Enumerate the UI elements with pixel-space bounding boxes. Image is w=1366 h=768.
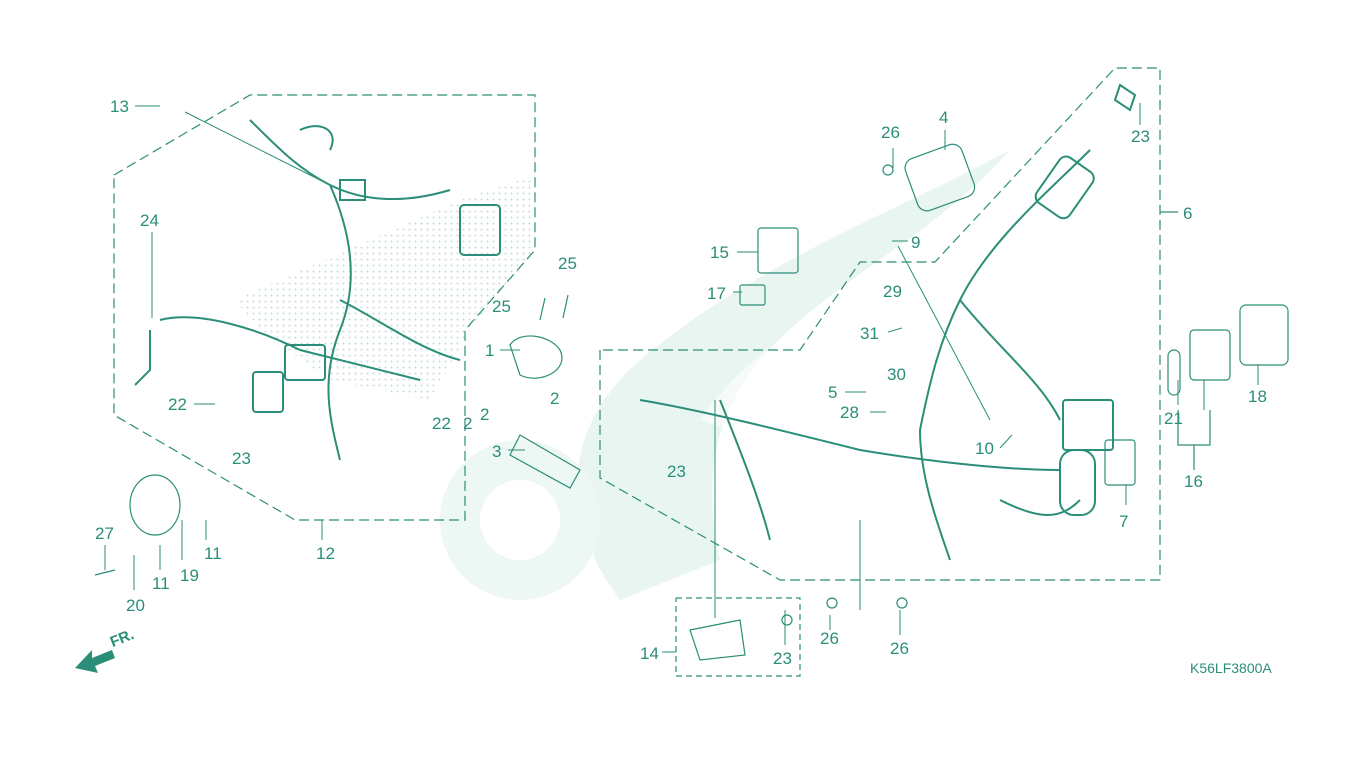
callout-25: 25 xyxy=(558,254,577,273)
part-17-relay xyxy=(739,284,766,306)
group-6-outline xyxy=(599,67,1161,581)
left-wire-harness xyxy=(134,119,501,461)
callout-23: 23 xyxy=(232,449,251,468)
callout-31: 31 xyxy=(860,324,879,343)
part-18-regulator xyxy=(1189,329,1231,381)
callout-23: 23 xyxy=(1131,127,1150,146)
right-wire-harness xyxy=(639,83,1137,561)
part-19-cover xyxy=(1239,304,1289,366)
callout-11: 11 xyxy=(204,544,222,563)
callout-4: 4 xyxy=(939,108,949,127)
callout-20: 21 xyxy=(1164,409,1183,428)
callout-15: 15 xyxy=(710,243,729,262)
group-12-outline xyxy=(675,597,801,677)
callout-26: 26 xyxy=(820,629,839,648)
part-12-sensor xyxy=(689,619,746,661)
callout-6: 6 xyxy=(1183,204,1193,223)
diagram-code: K56LF3800A xyxy=(1190,660,1272,676)
leader-lines xyxy=(104,103,1259,653)
part-1-switch xyxy=(509,335,563,379)
callout-5: 5 xyxy=(828,383,838,402)
part-8-plate xyxy=(1104,439,1136,486)
callout-2: 2 xyxy=(480,405,490,424)
callout-19: 18 xyxy=(1248,387,1267,406)
callout-26: 26 xyxy=(881,123,900,142)
callout-1: 1 xyxy=(485,341,495,360)
callout-2: 2 xyxy=(550,389,560,408)
callout-23: 23 xyxy=(667,462,686,481)
callout-27: 27 xyxy=(95,524,114,543)
callout-18: 16 xyxy=(1184,472,1203,491)
part-15-relay xyxy=(757,227,799,274)
callout-28: 28 xyxy=(840,403,859,422)
callout-14: 20 xyxy=(126,596,145,615)
callout-3: 3 xyxy=(492,442,502,461)
callout-24: 24 xyxy=(140,211,159,230)
callout-16: 13 xyxy=(110,97,129,116)
callout-13: 19 xyxy=(180,566,199,585)
callout-30: 30 xyxy=(887,365,906,384)
callout-22: 22 xyxy=(168,395,187,414)
callout-9: 9 xyxy=(911,233,921,252)
callout-17: 17 xyxy=(707,284,726,303)
callout-26: 26 xyxy=(890,639,909,658)
watermark-logo xyxy=(440,150,1010,600)
bolts xyxy=(94,164,908,626)
callout-12: 14 xyxy=(640,644,659,663)
callout-8: 7 xyxy=(1119,512,1129,531)
callout-2: 2 xyxy=(463,414,473,433)
callout-25: 25 xyxy=(492,297,511,316)
callout-10: 10 xyxy=(975,439,994,458)
front-arrow-icon xyxy=(75,650,115,673)
group-7-outline xyxy=(113,94,536,521)
callout-29: 29 xyxy=(883,282,902,301)
callout-7: 12 xyxy=(316,544,335,563)
shading-area xyxy=(235,175,535,400)
part-13-horn xyxy=(129,474,181,536)
part-3-grip xyxy=(509,434,581,489)
part-20-gasket xyxy=(1167,349,1181,396)
callout-21: 23 xyxy=(773,649,792,668)
part-4-fuse-box xyxy=(904,143,976,212)
callout-11: 11 xyxy=(152,574,170,593)
callout-22: 22 xyxy=(432,414,451,433)
